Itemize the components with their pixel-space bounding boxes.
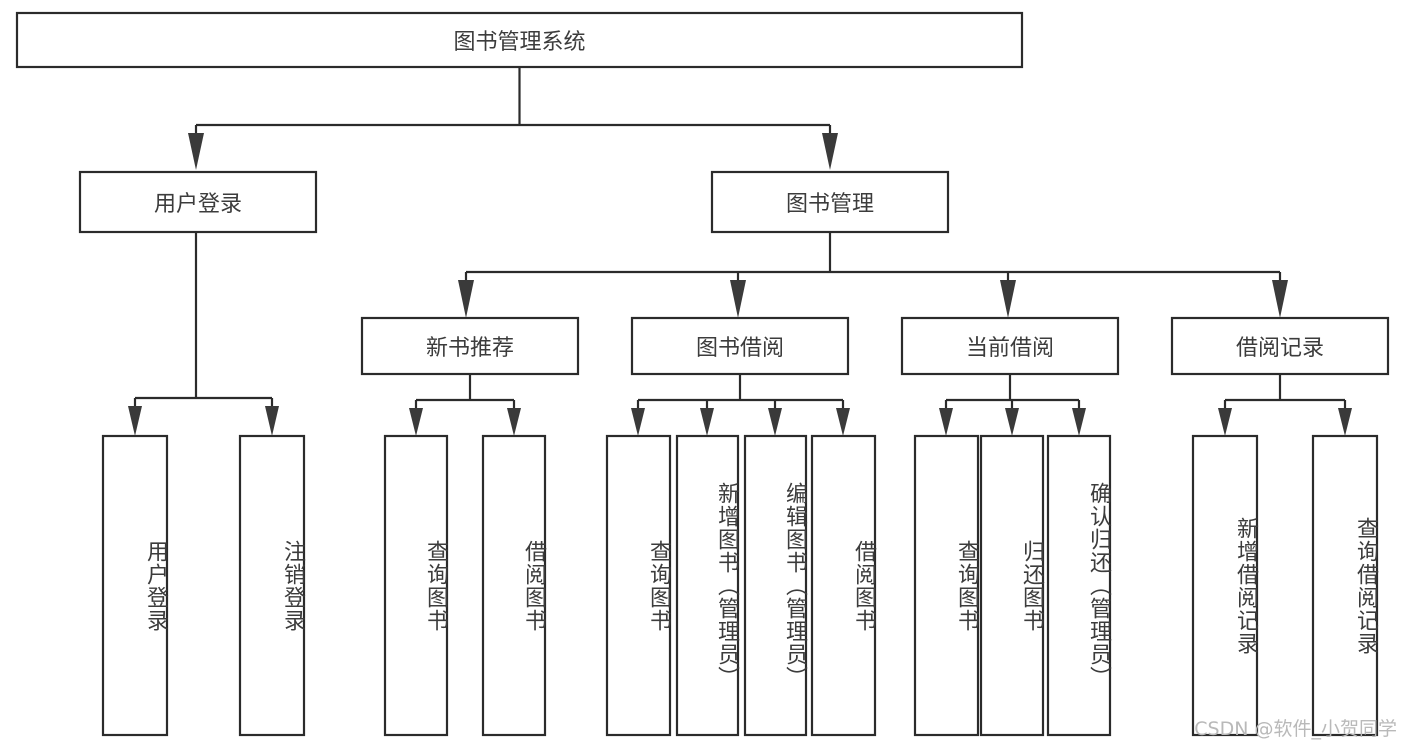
arrowhead-leaf-bookborrow-4	[836, 408, 850, 436]
arrowhead-leaf-currentborrow-2	[1005, 408, 1019, 436]
node-leaf-bookborrow-4-box[interactable]	[810, 434, 877, 737]
node-leaf-bookborrow-2-box[interactable]	[675, 434, 740, 737]
node-leaf-currentborrow-2-box[interactable]	[979, 434, 1045, 737]
node-leaf-user-login-1-box[interactable]	[101, 434, 169, 737]
node-leaf-currentborrow-3-box[interactable]	[1046, 434, 1112, 737]
node-user-login-box[interactable]	[78, 170, 318, 234]
arrowhead-leaf-newbook-2	[507, 408, 521, 436]
node-borrow-record-box[interactable]	[1170, 316, 1390, 376]
node-leaf-bookborrow-3-box[interactable]	[743, 434, 808, 737]
arrowhead-current-borrow	[1000, 280, 1016, 318]
arrowhead-leaf-borrowrecord-1	[1218, 408, 1232, 436]
arrowhead-borrow-record	[1272, 280, 1288, 318]
node-root-box[interactable]	[15, 11, 1024, 69]
node-leaf-newbook-1-box[interactable]	[383, 434, 449, 737]
arrowhead-leaf-currentborrow-1	[939, 408, 953, 436]
arrowhead-new-book	[458, 280, 474, 318]
node-leaf-currentborrow-1-box[interactable]	[913, 434, 980, 737]
node-book-borrow-box[interactable]	[630, 316, 850, 376]
arrowhead-leaf-bookborrow-1	[631, 408, 645, 436]
arrowhead-leaf-user-login-2	[265, 406, 279, 436]
node-current-borrow-box[interactable]	[900, 316, 1120, 376]
arrowhead-leaf-currentborrow-3	[1072, 408, 1086, 436]
node-leaf-borrowrecord-1-box[interactable]	[1191, 434, 1259, 737]
node-leaf-user-login-2-box[interactable]	[238, 434, 306, 737]
arrowhead-book-mgmt	[822, 133, 838, 170]
node-leaf-borrowrecord-2-box[interactable]	[1311, 434, 1379, 737]
node-new-book-box[interactable]	[360, 316, 580, 376]
node-leaf-newbook-2-box[interactable]	[481, 434, 547, 737]
node-leaf-bookborrow-1-box[interactable]	[605, 434, 672, 737]
arrowhead-book-borrow	[730, 280, 746, 318]
arrowhead-leaf-newbook-1	[409, 408, 423, 436]
arrowhead-user-login	[188, 133, 204, 170]
arrowhead-leaf-bookborrow-3	[768, 408, 782, 436]
arrowhead-leaf-bookborrow-2	[700, 408, 714, 436]
node-book-mgmt-box[interactable]	[710, 170, 950, 234]
arrowhead-leaf-borrowrecord-2	[1338, 408, 1352, 436]
arrowhead-leaf-user-login-1	[128, 406, 142, 436]
